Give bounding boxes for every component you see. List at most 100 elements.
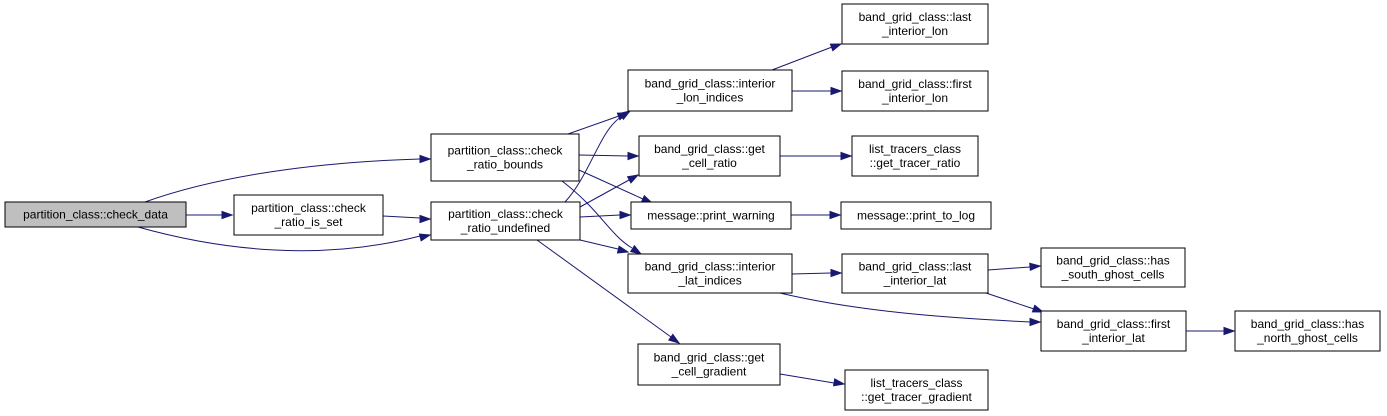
node-n15[interactable]: band_grid_class::has_south_ghost_cells [1040, 247, 1186, 288]
edge-line [579, 239, 619, 250]
node-box [638, 135, 781, 177]
edge-n0-n3 [137, 226, 432, 252]
arrowhead [667, 333, 681, 344]
arrowhead [1029, 262, 1042, 272]
node-label: partition_class::check [448, 207, 564, 221]
edge-n16-n17 [1186, 326, 1236, 336]
node-label: band_grid_class::last [859, 260, 972, 274]
arrowhead [829, 210, 842, 220]
node-label: band_grid_class::first [858, 77, 972, 91]
edge-line [579, 214, 621, 218]
arrowhead [221, 210, 234, 220]
edges-layer [137, 43, 1236, 387]
node-n16[interactable]: band_grid_class::first_interior_lat [1040, 310, 1187, 352]
edge-line [578, 154, 629, 157]
edge-n3-n4 [564, 110, 632, 203]
node-label: message::print_warning [647, 209, 774, 223]
node-label: _ratio_undefined [460, 221, 550, 235]
node-n17[interactable]: band_grid_class::has_north_ghost_cells [1234, 310, 1381, 352]
edge-line [144, 158, 421, 203]
node-label: list_tracers_class [870, 376, 962, 390]
node-box [1040, 310, 1187, 352]
node-box [840, 201, 992, 230]
edge-n0-n2 [186, 210, 234, 220]
node-n14[interactable]: list_tracers_class::get_tracer_gradient [844, 369, 989, 411]
node-n13[interactable]: band_grid_class::last_interior_lat [841, 253, 989, 294]
arrowhead [1029, 317, 1042, 327]
node-n8[interactable]: band_grid_class::get_cell_gradient [637, 343, 781, 386]
arrowhead [829, 43, 843, 52]
edge-line [771, 46, 833, 71]
node-label: band_grid_class::get [654, 351, 765, 365]
edge-line [791, 272, 832, 275]
node-box [1040, 247, 1186, 288]
edge-n3-n8 [536, 239, 681, 344]
node-n12[interactable]: message::print_to_log [840, 201, 992, 230]
arrowhead [830, 86, 843, 96]
arrowhead [629, 244, 643, 255]
node-label: partition_class::check [251, 201, 367, 215]
node-label: partition_class::check [448, 144, 564, 158]
node-box [430, 133, 580, 182]
node-n11[interactable]: list_tracers_class::get_tracer_ratio [851, 135, 979, 177]
node-box [630, 201, 792, 230]
arrowhead [419, 154, 432, 164]
node-label: _interior_lat [883, 274, 947, 288]
node-label: band_grid_class::interior [645, 77, 776, 91]
node-box [627, 253, 793, 294]
node-label: _interior_lon [881, 24, 948, 38]
edge-line [779, 373, 835, 384]
node-n9[interactable]: band_grid_class::last_interior_lon [841, 3, 989, 45]
node-label: band_grid_class::get [654, 142, 765, 156]
edge-line [987, 266, 1031, 271]
node-label: _cell_ratio [681, 156, 737, 170]
edge-line [985, 292, 1035, 310]
edge-n4-n9 [771, 43, 843, 71]
node-label: _ratio_is_set [273, 215, 343, 229]
node-label: band_grid_class::first [1057, 317, 1171, 331]
edge-line [382, 215, 421, 219]
arrowhead [626, 174, 640, 184]
arrowhead [1223, 326, 1236, 336]
arrowhead [627, 151, 640, 161]
node-label: ::get_tracer_gradient [861, 390, 972, 404]
node-label: band_grid_class::last [859, 10, 972, 24]
edge-n0-n1 [144, 154, 432, 203]
node-box [841, 3, 989, 45]
node-n1[interactable]: partition_class::check_ratio_bounds [430, 133, 580, 182]
node-box [627, 69, 793, 112]
node-n6[interactable]: message::print_warning [630, 201, 792, 230]
node-n7[interactable]: band_grid_class::interior_lat_indices [627, 253, 793, 294]
node-label: _south_ghost_cells [1061, 268, 1165, 282]
node-label: _north_ghost_cells [1256, 331, 1358, 345]
edge-n6-n12 [791, 210, 842, 220]
node-n2[interactable]: partition_class::check_ratio_is_set [233, 194, 384, 236]
arrowhead [1031, 304, 1045, 313]
node-label: band_grid_class::has [1251, 317, 1364, 331]
node-n10[interactable]: band_grid_class::first_interior_lon [841, 70, 989, 112]
node-box [841, 70, 989, 112]
node-box [4, 201, 187, 228]
arrowhead [618, 110, 632, 121]
edge-n2-n3 [382, 214, 432, 224]
node-label: _interior_lat [1081, 331, 1145, 345]
node-n0[interactable]: partition_class::check_data [4, 201, 187, 228]
node-n3[interactable]: partition_class::check_ratio_undefined [430, 201, 581, 241]
edge-n7-n13 [791, 268, 843, 278]
node-label: band_grid_class::has [1056, 254, 1169, 268]
node-label: band_grid_class::interior [645, 260, 776, 274]
node-label: message::print_to_log [857, 209, 975, 223]
edge-n3-n6 [579, 210, 632, 220]
node-label: ::get_tracer_ratio [870, 156, 961, 170]
edge-line [779, 292, 1031, 323]
edge-line [536, 239, 672, 338]
arrowhead [840, 151, 853, 161]
node-label: _lon_indices [676, 91, 744, 105]
edge-n3-n5 [579, 174, 640, 208]
node-box [233, 194, 384, 236]
edge-n13-n15 [987, 262, 1042, 272]
node-n5[interactable]: band_grid_class::get_cell_ratio [638, 135, 781, 177]
nodes-layer: partition_class::check_data partition_cla… [4, 3, 1381, 411]
node-n4[interactable]: band_grid_class::interior_lon_indices [627, 69, 793, 112]
